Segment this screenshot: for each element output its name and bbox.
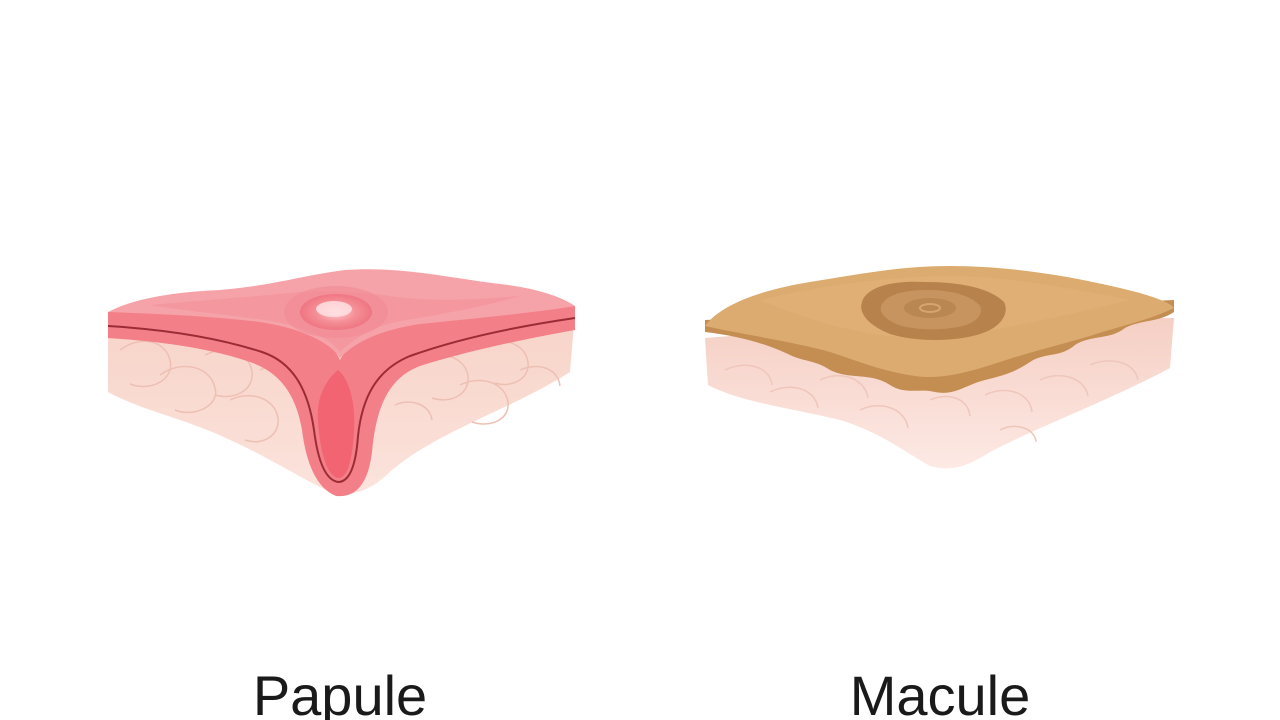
macule-illustration bbox=[705, 266, 1174, 469]
macule-lesion-center bbox=[919, 303, 941, 313]
papule-illustration bbox=[107, 269, 576, 497]
papule-lesion-highlight bbox=[316, 301, 352, 317]
papule-funnel bbox=[317, 370, 355, 478]
macule-fat-lobules bbox=[724, 360, 1139, 443]
macule-lesion-core bbox=[904, 298, 956, 318]
papule-dermis-line bbox=[107, 317, 576, 484]
macule-label: Macule bbox=[849, 664, 1031, 720]
papule-label: Papule bbox=[252, 664, 428, 720]
